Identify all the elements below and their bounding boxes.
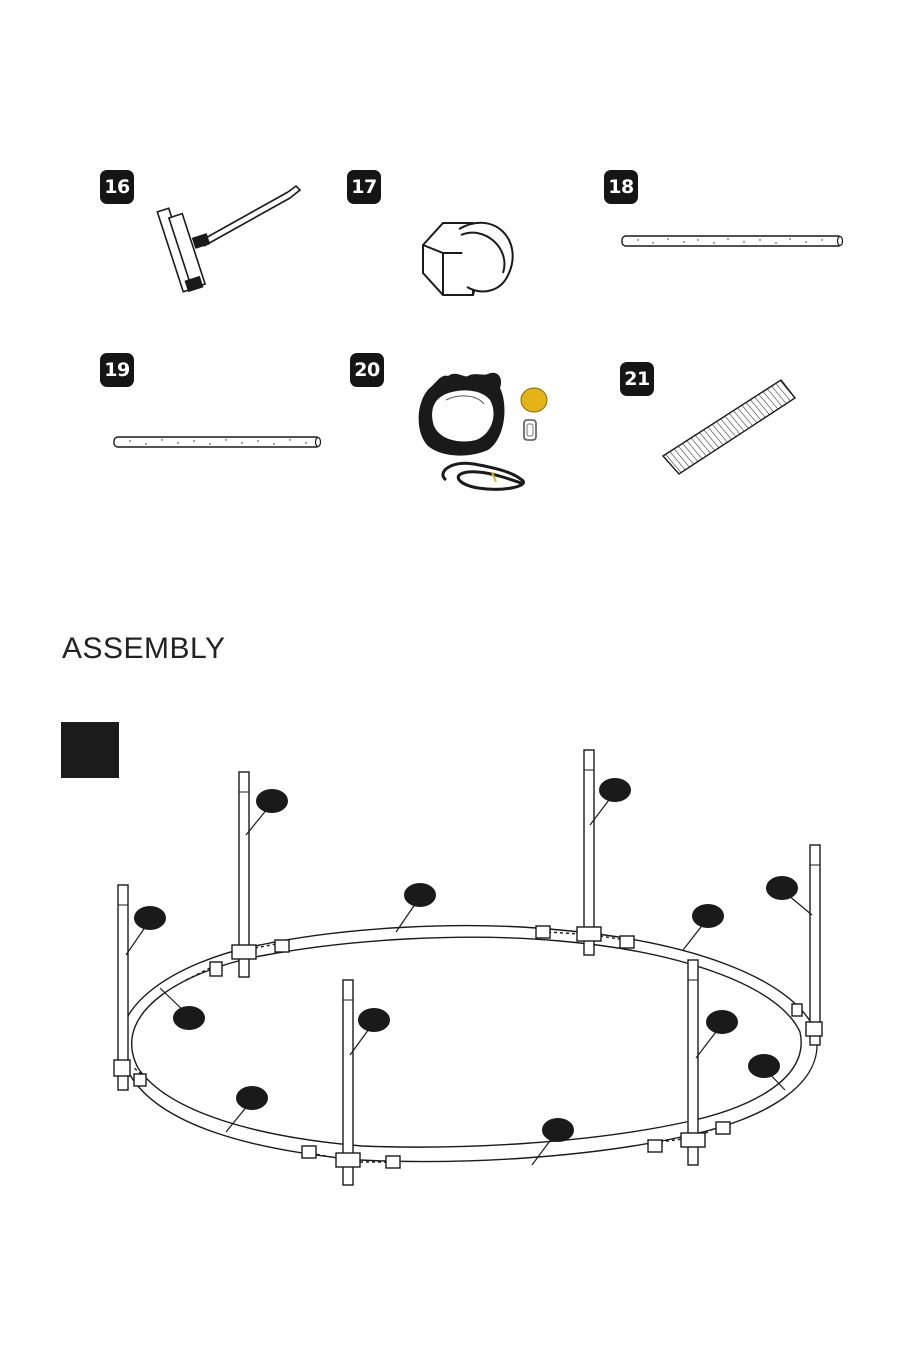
callout-bubble <box>256 789 288 813</box>
frame-ring-inner <box>132 937 801 1147</box>
assembly-title: ASSEMBLY <box>62 632 226 666</box>
part-badge-18: 18 <box>604 170 638 204</box>
t-connector <box>577 927 601 941</box>
joint-sleeve <box>716 1122 730 1134</box>
callout-bubble <box>134 906 166 930</box>
callout-bubble <box>236 1086 268 1110</box>
callout-bubble <box>404 883 436 907</box>
vertical-pole <box>584 750 594 955</box>
joint-sleeve <box>302 1146 316 1158</box>
callout-bubble <box>748 1054 780 1078</box>
striped-strip-icon <box>655 372 805 482</box>
joint-sleeve <box>386 1156 400 1168</box>
joint-sleeve <box>275 940 289 952</box>
t-connector <box>806 1022 822 1036</box>
t-connector <box>336 1153 360 1167</box>
callout-bubble <box>542 1118 574 1142</box>
callout-bubble <box>706 1010 738 1034</box>
part-badge-16: 16 <box>100 170 134 204</box>
vertical-pole <box>810 845 820 1045</box>
part-badge-20: 20 <box>350 353 384 387</box>
foam-tube-short-icon <box>110 433 325 453</box>
t-wrench-icon <box>150 180 310 295</box>
joint-sleeve <box>210 962 222 976</box>
t-connector <box>114 1060 130 1076</box>
part-badge-17: 17 <box>347 170 381 204</box>
callout-bubble <box>358 1008 390 1032</box>
joint-sleeve <box>648 1140 662 1152</box>
part-badge-21: 21 <box>620 362 654 396</box>
joint-sleeve <box>134 1074 146 1086</box>
t-connector <box>681 1133 705 1147</box>
callout-bubble <box>599 778 631 802</box>
joint-sleeve <box>536 926 550 938</box>
joint-sleeve <box>620 936 634 948</box>
frame-ring-outer <box>120 926 817 1162</box>
t-connector <box>232 945 256 959</box>
callout-bubble <box>173 1006 205 1030</box>
cap-nut-icon <box>415 215 525 310</box>
part-badge-19: 19 <box>100 353 134 387</box>
frame-assembly-diagram <box>0 730 914 1210</box>
vertical-pole <box>118 885 128 1090</box>
joint-sleeve <box>792 1004 802 1016</box>
foam-tube-long-icon <box>618 232 848 252</box>
callout-bubble <box>692 904 724 928</box>
callout-bubble <box>766 876 798 900</box>
swing-ring-rope-kit-icon <box>412 368 562 498</box>
